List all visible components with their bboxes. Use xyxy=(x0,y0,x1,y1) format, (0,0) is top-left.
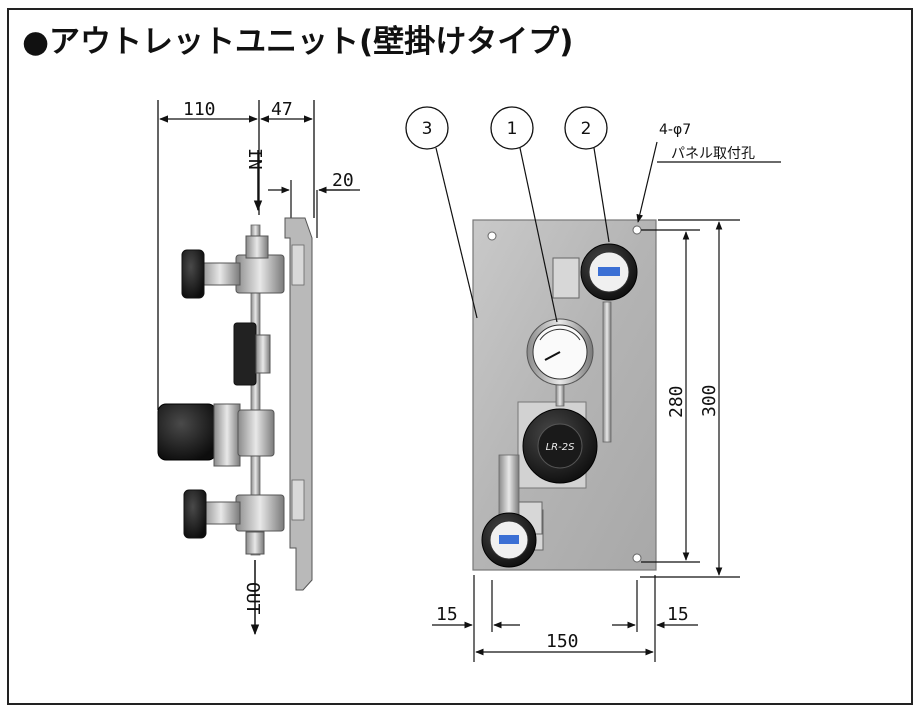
side-bottom-valve xyxy=(183,489,285,555)
dim-vertical: 280 300 xyxy=(640,219,740,578)
dim-110: 110 xyxy=(183,99,216,120)
side-regulator-knob xyxy=(157,403,217,461)
valve-2 xyxy=(580,243,638,301)
valve-bottom xyxy=(481,512,537,568)
front-bracket-top xyxy=(552,257,580,299)
dim-280: 280 xyxy=(666,385,687,418)
side-bracket xyxy=(284,217,313,591)
regulator-label: LR-2S xyxy=(546,442,575,453)
svg-text:1: 1 xyxy=(507,119,518,139)
side-top-knob xyxy=(181,249,205,299)
svg-text:2: 2 xyxy=(581,119,592,139)
regulator-lr2s: LR-2S xyxy=(522,408,598,484)
dim-47: 47 xyxy=(271,99,293,120)
hole-label: パネル取付孔 xyxy=(671,146,755,162)
inlet-label: IN xyxy=(244,148,265,170)
outlet-arrow: OUT xyxy=(242,560,263,636)
gauge-1 xyxy=(526,318,594,386)
dim-150: 150 xyxy=(546,631,579,652)
side-view: 110 47 20 IN OUT xyxy=(157,99,360,636)
side-pipe xyxy=(250,224,261,556)
inlet-arrow: IN xyxy=(244,148,265,212)
side-bottom-knob xyxy=(183,489,207,539)
dim-15-left: 15 xyxy=(436,604,458,625)
callout-2: 2 xyxy=(564,106,610,243)
front-pipe-right xyxy=(602,301,612,443)
svg-text:3: 3 xyxy=(422,119,433,139)
dim-20: 20 xyxy=(332,170,354,191)
hole-spec-callout: 4-φ7 パネル取付孔 xyxy=(636,122,781,223)
dim-horizontal: 15 15 150 xyxy=(432,575,698,662)
mount-hole-top-left xyxy=(487,231,497,241)
dim-300: 300 xyxy=(699,384,720,417)
front-view: LR-2S 3 1 2 4-φ7 パネル取付孔 xyxy=(405,106,781,662)
side-top-valve xyxy=(181,235,285,299)
side-gauge xyxy=(233,322,271,386)
mount-hole-bottom-right xyxy=(632,553,642,563)
outlet-label: OUT xyxy=(242,582,263,615)
hole-spec: 4-φ7 xyxy=(659,122,691,138)
mount-hole-top-right xyxy=(632,225,642,235)
page-title: ●アウトレットユニット(壁掛けタイプ) xyxy=(22,24,574,60)
dim-15-right: 15 xyxy=(667,604,689,625)
side-regulator xyxy=(157,403,275,467)
dim-side-width: 110 47 xyxy=(157,99,315,410)
callout-1: 1 xyxy=(490,106,558,323)
callout-3: 3 xyxy=(405,106,478,319)
